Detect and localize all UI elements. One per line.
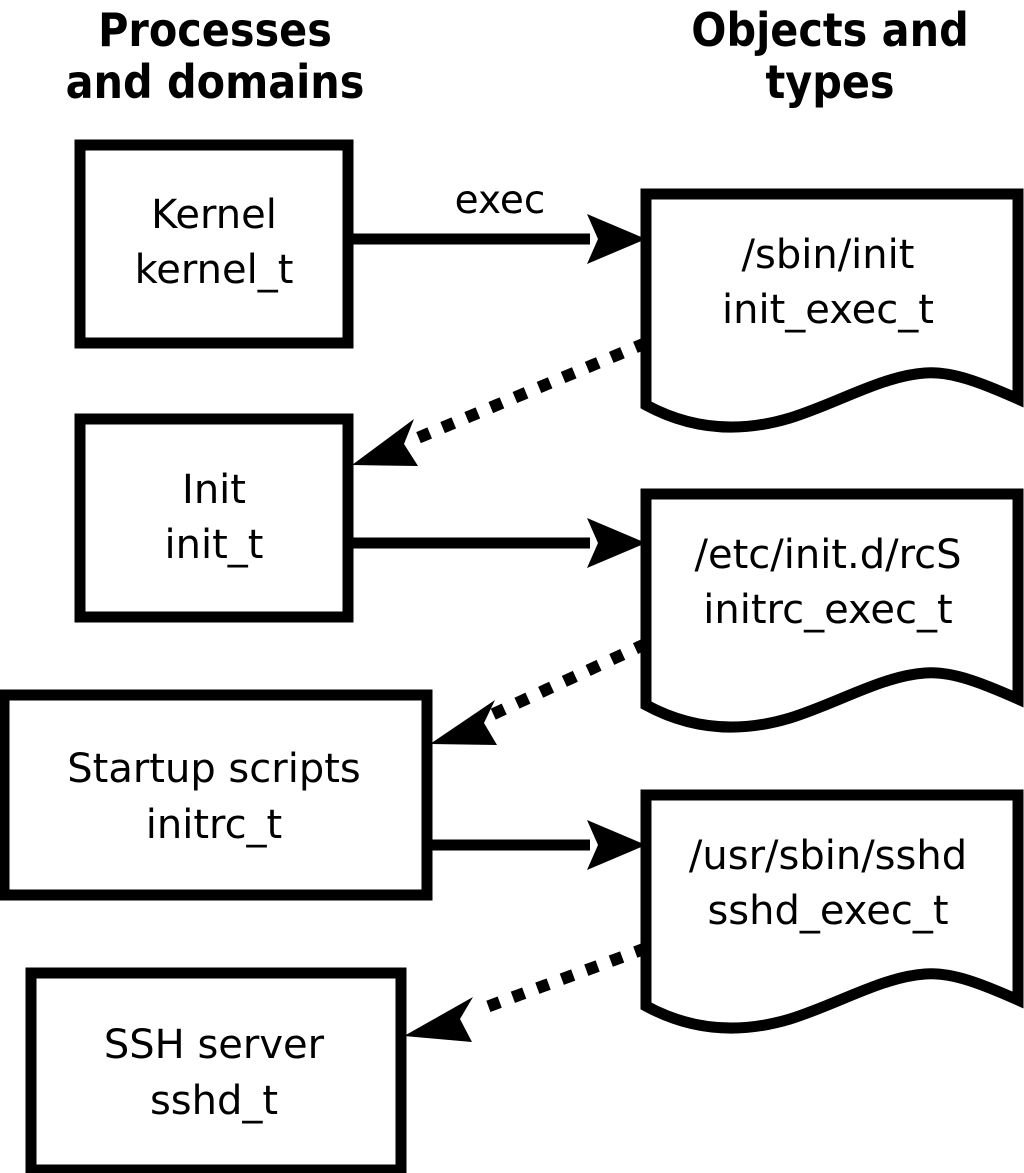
node-startup-scripts[interactable]: Startup scripts initrc_t [0, 689, 433, 901]
column-header-objects-line2: types [765, 55, 894, 109]
edge-init-exec-initrc_exec-arrowhead [587, 518, 646, 568]
edge-sshd_exec-to-sshd-line [465, 942, 649, 1020]
column-header-processes: Processes and domains [66, 3, 365, 109]
node-ssh-server-box[interactable] [25, 967, 407, 1173]
edge-kernel-exec-init_exec-arrowhead [587, 214, 646, 264]
node-sshd-exec-line1: /usr/sbin/sshd [689, 833, 967, 879]
edge-init_exec-to-init-line [400, 337, 649, 450]
edge-init_exec-to-init-arrowhead [352, 419, 418, 466]
node-ssh-server-line2: sshd_t [150, 1078, 278, 1124]
node-init-exec-document[interactable] [640, 188, 1024, 433]
edge-initrc-exec-sshd_exec [427, 820, 646, 870]
node-initrc-exec-line1: /etc/init.d/rcS [694, 532, 961, 578]
node-initrc-exec[interactable]: /etc/init.d/rcS initrc_exec_t [640, 488, 1024, 733]
node-init-exec-line1: /sbin/init [742, 232, 915, 278]
edge-initrc_exec-to-initrc-arrowhead [430, 700, 497, 745]
edge-sshd_exec-to-sshd [404, 942, 649, 1042]
node-initrc-exec-document[interactable] [640, 488, 1024, 733]
column-header-objects-line1: Objects and [691, 3, 968, 57]
node-kernel[interactable]: Kernel kernel_t [74, 139, 354, 349]
column-header-objects: Objects and types [691, 3, 968, 109]
edge-kernel-exec-init_exec: exec [348, 178, 646, 264]
node-startup-scripts-line2: initrc_t [146, 802, 283, 848]
node-init-line2: init_t [165, 522, 264, 568]
node-startup-scripts-line1: Startup scripts [67, 746, 360, 792]
node-ssh-server-line1: SSH server [104, 1022, 325, 1068]
node-kernel-line1: Kernel [151, 192, 277, 238]
edge-label-exec: exec [455, 178, 546, 223]
column-header-processes-line1: Processes [98, 3, 332, 57]
node-sshd-exec[interactable]: /usr/sbin/sshd sshd_exec_t [640, 789, 1024, 1034]
node-sshd-exec-document[interactable] [640, 789, 1024, 1034]
node-init[interactable]: Init init_t [74, 413, 354, 623]
node-init-box[interactable] [74, 413, 354, 623]
node-init-line1: Init [182, 467, 246, 513]
node-init-exec-line2: init_exec_t [722, 287, 934, 333]
node-sshd-exec-line2: sshd_exec_t [707, 888, 948, 934]
column-header-processes-line2: and domains [66, 55, 365, 109]
edge-initrc-exec-sshd_exec-arrowhead [587, 820, 646, 870]
node-kernel-line2: kernel_t [135, 247, 294, 293]
edge-initrc_exec-to-initrc-line [479, 638, 649, 725]
node-init-exec[interactable]: /sbin/init init_exec_t [640, 188, 1024, 433]
edge-init-exec-initrc_exec [348, 518, 646, 568]
node-kernel-box[interactable] [74, 139, 354, 349]
node-startup-scripts-box[interactable] [0, 689, 433, 901]
edge-sshd_exec-to-sshd-arrowhead [404, 997, 473, 1042]
edge-initrc_exec-to-initrc [430, 638, 649, 745]
edge-init_exec-to-init [352, 337, 649, 466]
node-ssh-server[interactable]: SSH server sshd_t [25, 967, 407, 1173]
node-initrc-exec-line2: initrc_exec_t [703, 587, 952, 633]
